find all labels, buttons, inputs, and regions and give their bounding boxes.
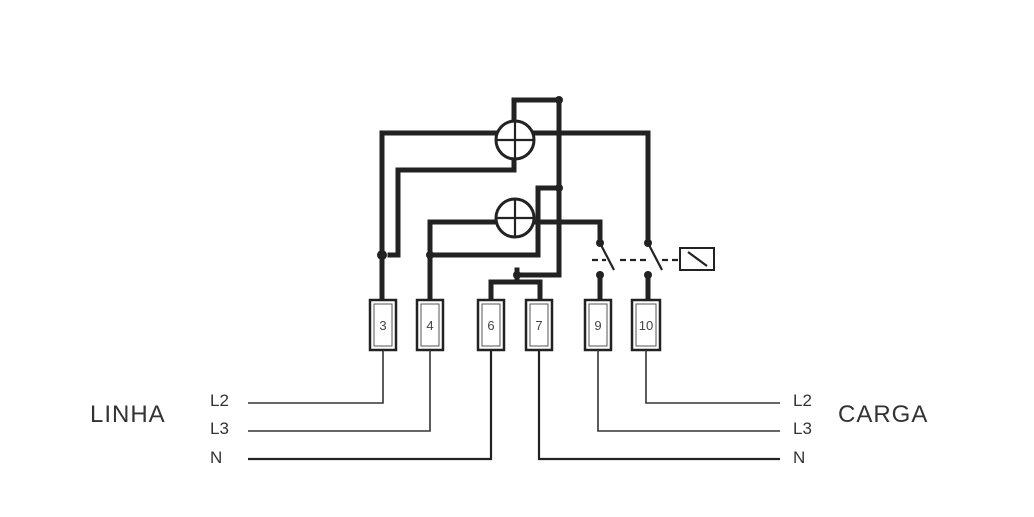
- linha-label: LINHA: [90, 401, 166, 428]
- terminal-9: 9: [583, 298, 613, 352]
- svg-text:6: 6: [487, 318, 494, 333]
- right-line-l3-label: L3: [793, 419, 812, 438]
- right-line-n-label: N: [793, 448, 805, 467]
- switch-contacts: [592, 242, 680, 271]
- terminal-3: 3: [368, 298, 398, 352]
- left-line-l2-label: L2: [210, 391, 229, 410]
- carga-label: CARGA: [838, 401, 928, 428]
- relay-icon: [679, 247, 715, 271]
- left-line-n-label: N: [210, 448, 222, 467]
- current-coil-top-icon: [494, 119, 536, 161]
- terminal-7: 7: [524, 298, 554, 352]
- svg-text:3: 3: [379, 318, 386, 333]
- left-line-l3-label: L3: [210, 419, 229, 438]
- svg-text:7: 7: [535, 318, 542, 333]
- terminal-10: 10: [630, 298, 662, 352]
- terminal-4: 4: [415, 298, 445, 352]
- svg-text:9: 9: [594, 318, 601, 333]
- line-wiring: [248, 350, 780, 461]
- right-line-l2-label: L2: [793, 391, 812, 410]
- current-coil-bottom-icon: [494, 197, 536, 239]
- svg-text:10: 10: [639, 318, 653, 333]
- svg-text:4: 4: [426, 318, 433, 333]
- terminal-6: 6: [476, 298, 506, 352]
